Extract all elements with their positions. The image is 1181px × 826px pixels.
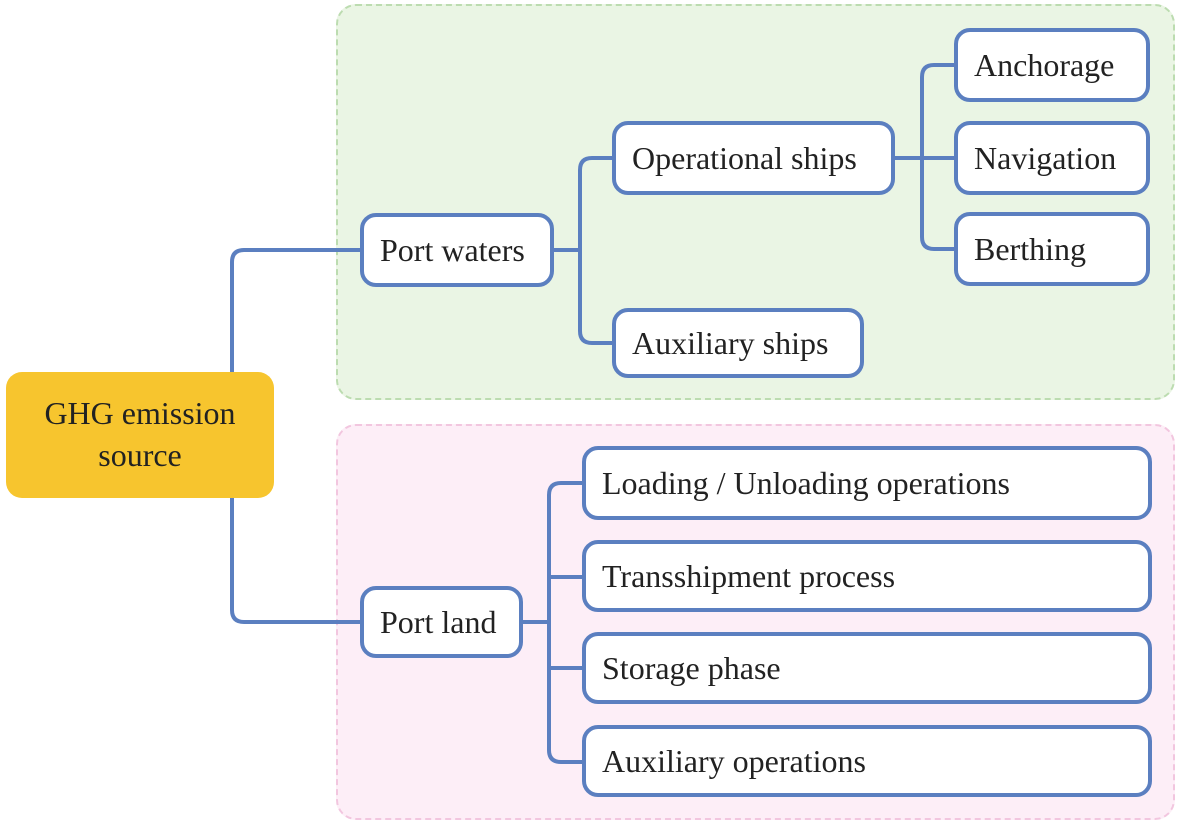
node-navigation: Navigation bbox=[954, 121, 1150, 195]
connector-waters-to-operational bbox=[578, 156, 614, 250]
node-port-waters: Port waters bbox=[360, 213, 554, 287]
connector-land-to-loading bbox=[547, 481, 584, 622]
node-auxiliary-ships: Auxiliary ships bbox=[612, 308, 864, 378]
node-storage-phase: Storage phase bbox=[582, 632, 1152, 704]
node-operational-ships: Operational ships bbox=[612, 121, 895, 195]
connector-operational-to-berthing bbox=[920, 158, 956, 251]
connector-land-to-auxiliary-ops bbox=[547, 622, 584, 764]
node-port-land: Port land bbox=[360, 586, 523, 658]
root-label-line2: source bbox=[98, 437, 182, 473]
node-loading-unloading: Loading / Unloading operations bbox=[582, 446, 1152, 520]
connector-waters-to-auxiliary bbox=[578, 250, 614, 345]
root-node-ghg-emission-source: GHG emission source bbox=[6, 372, 274, 498]
connector-root-to-land bbox=[230, 498, 362, 624]
node-berthing: Berthing bbox=[954, 212, 1150, 286]
node-anchorage: Anchorage bbox=[954, 28, 1150, 102]
connector-operational-to-anchorage bbox=[920, 63, 956, 158]
node-auxiliary-operations: Auxiliary operations bbox=[582, 725, 1152, 797]
node-transshipment: Transshipment process bbox=[582, 540, 1152, 612]
root-label-line1: GHG emission bbox=[44, 395, 236, 432]
connector-root-to-waters bbox=[230, 248, 362, 372]
